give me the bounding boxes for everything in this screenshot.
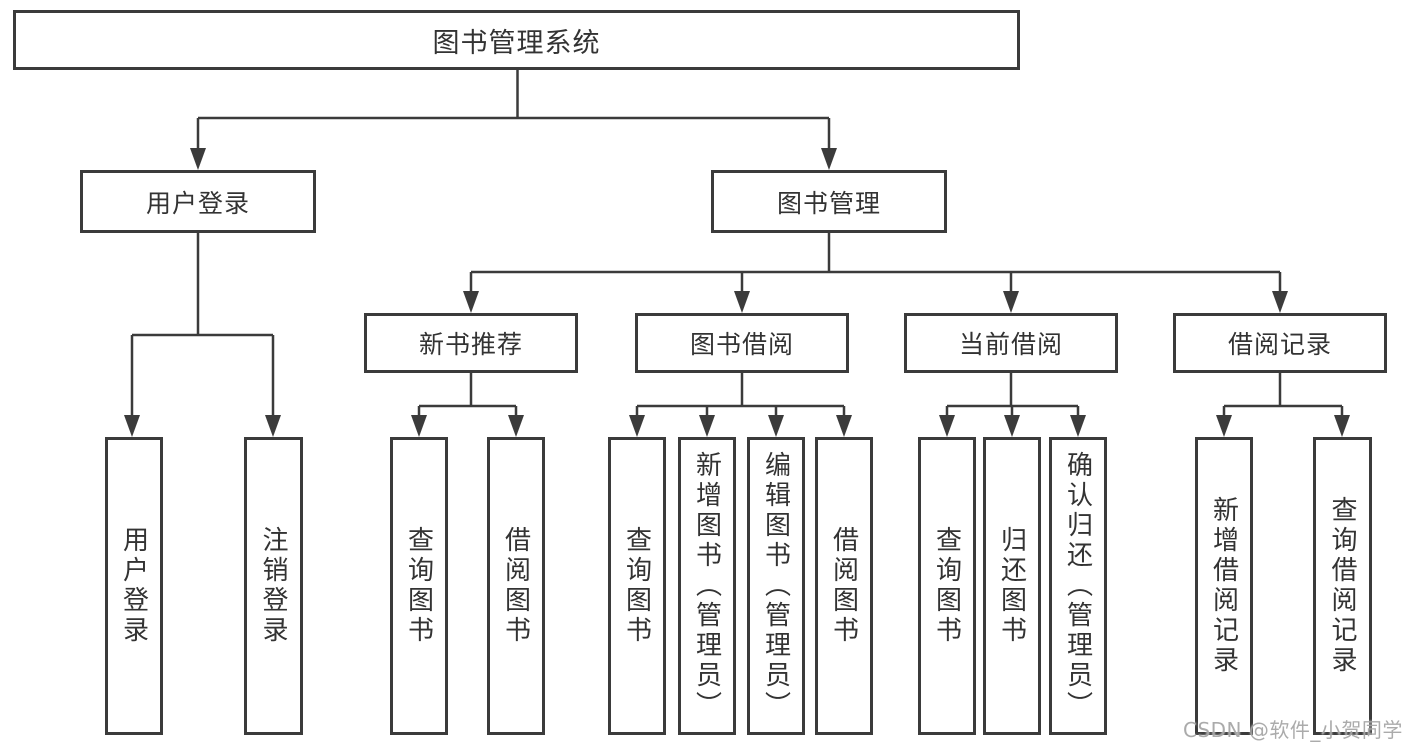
leaf-add-book-admin: 新增图书（管理员） — [678, 437, 736, 735]
leaf-logout: 注销登录 — [244, 437, 303, 735]
connector-borrow-record-to-children — [1216, 373, 1350, 437]
leaf-user-login: 用户登录 — [105, 437, 163, 735]
node-borrow-record: 借阅记录 — [1173, 313, 1387, 373]
leaf-query-book-2: 查询图书 — [608, 437, 666, 735]
leaf-confirm-return-admin: 确认归还（管理员） — [1049, 437, 1107, 735]
node-new-book-recommend: 新书推荐 — [364, 313, 578, 373]
connector-new-book-to-children — [411, 373, 524, 437]
leaf-query-book-3: 查询图书 — [918, 437, 976, 735]
node-book-management: 图书管理 — [711, 170, 947, 233]
leaf-add-borrow-record: 新增借阅记录 — [1195, 437, 1253, 735]
node-root-library-system: 图书管理系统 — [13, 10, 1020, 70]
leaf-return-book: 归还图书 — [983, 437, 1041, 735]
leaf-edit-book-admin: 编辑图书（管理员） — [747, 437, 805, 735]
leaf-query-book-1: 查询图书 — [390, 437, 448, 735]
connector-book-management-to-level3 — [463, 233, 1288, 313]
watermark-text: CSDN @软件_小贺同学 — [1183, 718, 1403, 742]
leaf-borrow-book-2: 借阅图书 — [815, 437, 873, 735]
node-current-borrow: 当前借阅 — [904, 313, 1118, 373]
leaf-borrow-book-1: 借阅图书 — [487, 437, 545, 735]
connector-current-borrow-to-children — [939, 373, 1086, 437]
node-book-borrow: 图书借阅 — [635, 313, 849, 373]
connector-book-borrow-to-children — [629, 373, 852, 437]
leaf-query-borrow-record: 查询借阅记录 — [1313, 437, 1372, 735]
connector-user-login-to-children — [124, 233, 281, 437]
node-user-login: 用户登录 — [80, 170, 316, 233]
connector-root-to-level2 — [190, 70, 837, 170]
